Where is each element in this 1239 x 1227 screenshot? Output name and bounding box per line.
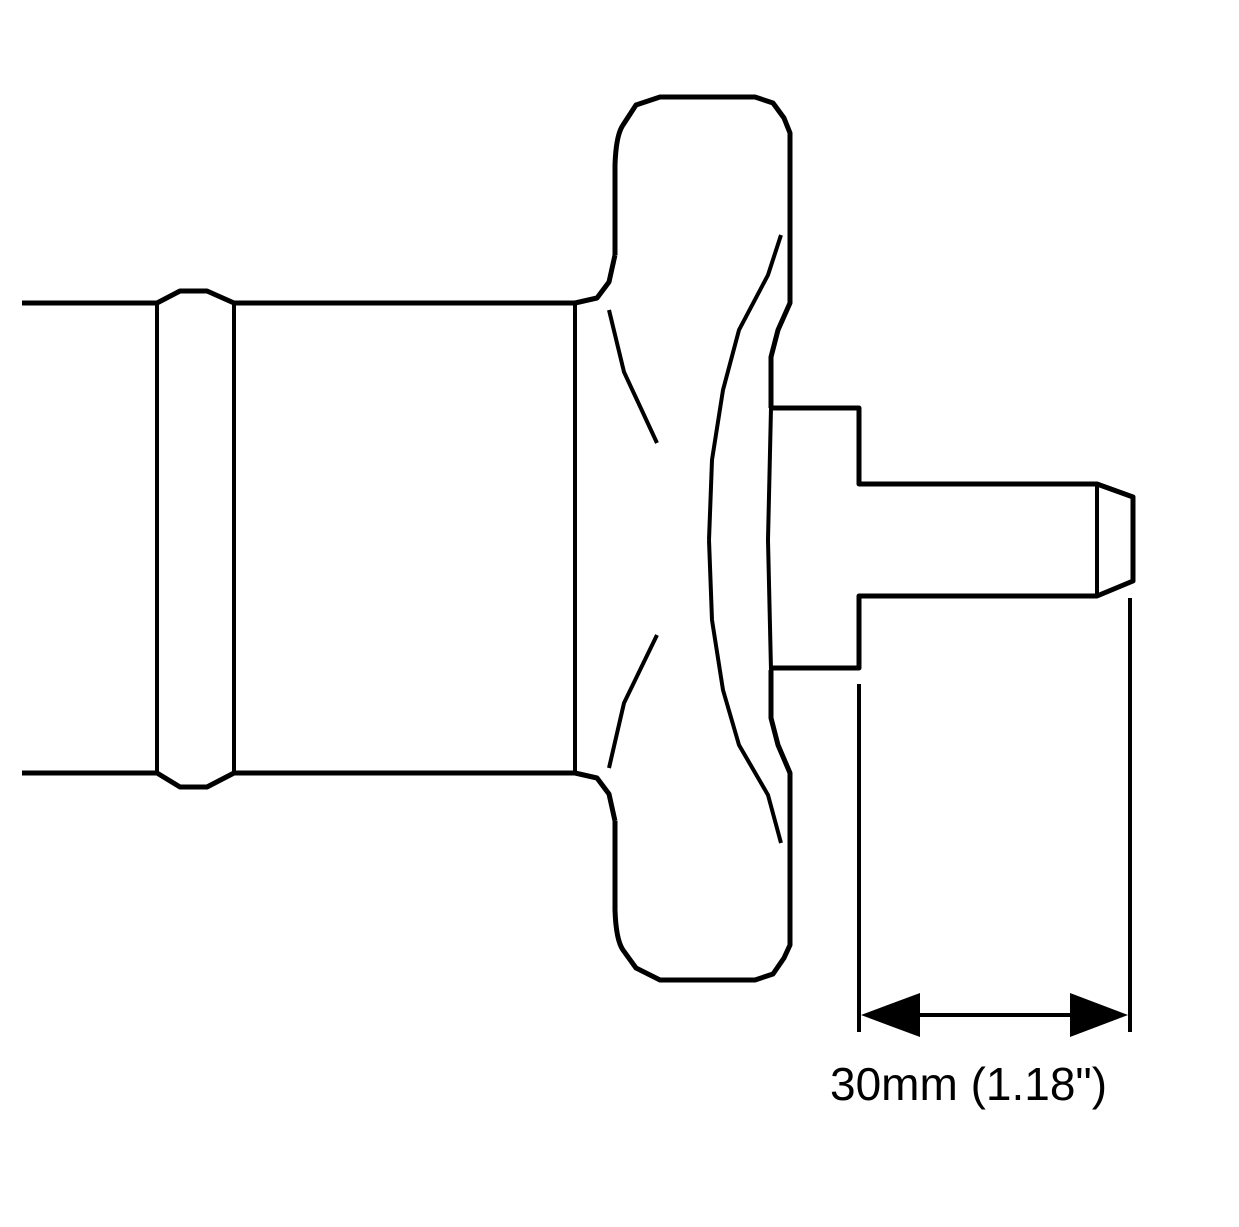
arrow-left-icon [861,993,920,1037]
shaft-top-edge [22,254,618,306]
pilot-pin [771,405,1136,671]
arrow-right-icon [1070,993,1128,1037]
fillet-line-bottom [607,634,659,769]
hub-flange [607,94,793,983]
shoulder-step [771,405,1136,671]
shaft-bottom-edge [22,770,618,822]
flange-top-outline [612,94,793,408]
flange-bottom-outline [612,670,793,983]
flange-front-face [765,407,773,671]
dimension-label: 30mm (1.18") [830,1058,1107,1110]
flange-inner-curve-bottom [707,539,783,844]
fillet-line-top [607,309,659,444]
dimension: 30mm (1.18") [830,598,1132,1110]
shaft-body [22,254,618,822]
flange-inner-curve-top [707,234,783,541]
